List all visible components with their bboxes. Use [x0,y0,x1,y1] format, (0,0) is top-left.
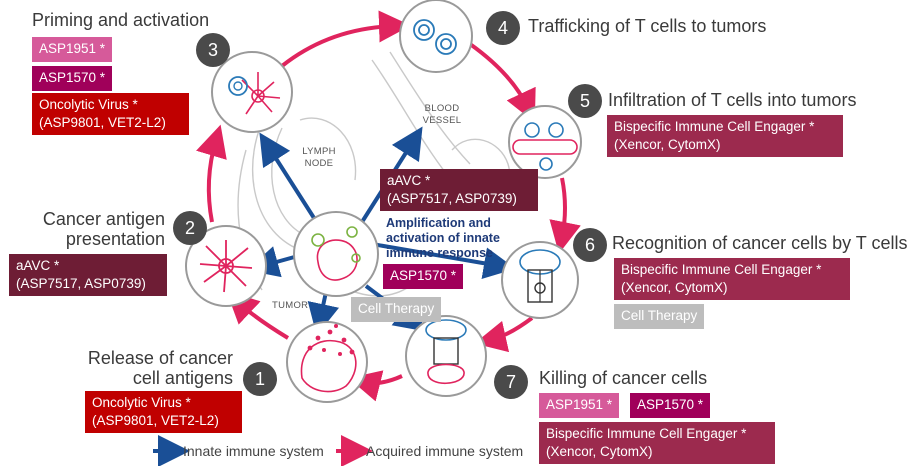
circle-step-4 [399,0,473,73]
tumor-label: TUMOR [272,300,309,311]
step-7-bispecific-tag: Bispecific Immune Cell Engager * (Xencor… [539,422,775,464]
step-1-oncolytic-virus-line-2: (ASP9801, VET2-L2) [92,413,219,428]
center-cell-therapy-tag: Cell Therapy [351,297,442,322]
step-3-oncolytic-virus-line-1: Oncolytic Virus * [39,97,138,112]
step-1-number-badge: 1 [243,362,277,396]
center-asp1570-tag: ASP1570 * [383,264,464,289]
step-7-bispecific-line-1: Bispecific Immune Cell Engager * [546,426,747,441]
acquired-cycle-arrows [196,10,581,402]
arrow-7-to-1 [348,370,403,402]
blood-vessel-line-2: VESSEL [422,115,462,126]
step-2-aavc-line-1: aAVC * [16,258,60,273]
center-tumor-circle [293,211,379,297]
legend-acquired-label: Acquired immune system [366,443,524,459]
circle-step-5 [508,105,582,179]
step-2-aavc-line-2: (ASP7517, ASP0739) [16,276,146,291]
step-3-number-badge: 3 [196,33,230,67]
step-6-number-badge: 6 [573,228,607,262]
step-1-title-line-1: Release of cancer [87,348,233,368]
step-5-bispecific-line-1: Bispecific Immune Cell Engager * [614,119,815,134]
arrow-2-to-3 [196,124,227,223]
step-2-number-badge: 2 [173,211,207,245]
circle-step-7 [405,315,487,397]
blood-vessel-line-1: BLOOD [424,103,460,114]
step-3-asp1951-tag: ASP1951 * [32,37,113,62]
arrow-5-to-6 [549,177,581,254]
arrow-1-to-2 [226,291,290,340]
step-7-bispecific-line-2: (Xencor, CytomX) [546,444,653,459]
lymph-node-label: LYMPH NODE [294,146,344,170]
step-3-asp1570-tag: ASP1570 * [32,66,113,91]
step-1-oncolytic-virus-tag: Oncolytic Virus * (ASP9801, VET2-L2) [85,391,242,433]
arrow-center-to-3 [259,132,316,220]
step-3-oncolytic-virus-tag: Oncolytic Virus * (ASP9801, VET2-L2) [32,93,189,135]
arrow-center-to-6 [371,242,516,280]
amplification-annotation: Amplification and activation of innate i… [386,216,500,261]
step-1-title: Release of cancer cell antigens [60,348,233,388]
step-4-title: Trafficking of T cells to tumors [528,16,767,36]
arrow-center-to-1 [307,291,339,336]
blood-vessel-label: BLOOD VESSEL [414,103,470,127]
step-7-asp1570-tag: ASP1570 * [630,393,711,418]
center-aavc-line-1: aAVC * [387,173,431,188]
center-aavc-line-2: (ASP7517, ASP0739) [387,191,517,206]
step-2-aavc-tag: aAVC * (ASP7517, ASP0739) [9,254,167,296]
lymph-node-line-2: NODE [304,158,334,169]
step-3-title: Priming and activation [32,10,210,30]
circle-step-3 [211,51,293,133]
step-7-number-badge: 7 [494,365,528,399]
step-6-cell-therapy-tag: Cell Therapy [614,304,705,329]
circle-step-2 [185,225,267,307]
step-5-title: Infiltration of T cells into tumors [608,90,857,110]
step-6-title: Recognition of cancer cells by T cells [612,233,908,253]
step-2-title: Cancer antigen presentation [20,209,165,249]
amplification-line-3: immune response [386,246,493,260]
step-1-oncolytic-virus-line-1: Oncolytic Virus * [92,395,191,410]
step-3-oncolytic-virus-line-2: (ASP9801, VET2-L2) [39,115,166,130]
step-6-bispecific-line-1: Bispecific Immune Cell Engager * [621,262,822,277]
center-aavc-tag: aAVC * (ASP7517, ASP0739) [380,169,538,211]
step-2-title-line-2: presentation [65,229,165,249]
amplification-line-2: activation of innate [386,231,500,245]
arrow-4-to-5 [468,42,536,123]
arrow-center-to-2 [246,246,299,278]
step-2-title-line-1: Cancer antigen [42,209,165,229]
lymph-node-line-1: LYMPH [302,146,336,157]
step-6-bispecific-tag: Bispecific Immune Cell Engager * (Xencor… [614,258,850,300]
arrow-6-to-7 [474,316,534,353]
step-6-bispecific-line-2: (Xencor, CytomX) [621,280,728,295]
arrow-3-to-4 [280,10,411,68]
step-1-title-line-2: cell antigens [132,368,233,388]
amplification-line-1: Amplification and [386,216,491,230]
step-4-number-badge: 4 [486,11,520,45]
step-5-bispecific-tag: Bispecific Immune Cell Engager * (Xencor… [607,115,843,157]
step-7-title: Killing of cancer cells [539,368,708,388]
step-5-number-badge: 5 [568,84,602,118]
circle-step-6 [501,241,579,319]
circle-step-1 [286,321,368,403]
legend-innate-label: Innate immune system [183,443,324,459]
step-7-asp1951-tag: ASP1951 * [539,393,620,418]
step-5-bispecific-line-2: (Xencor, CytomX) [614,137,721,152]
